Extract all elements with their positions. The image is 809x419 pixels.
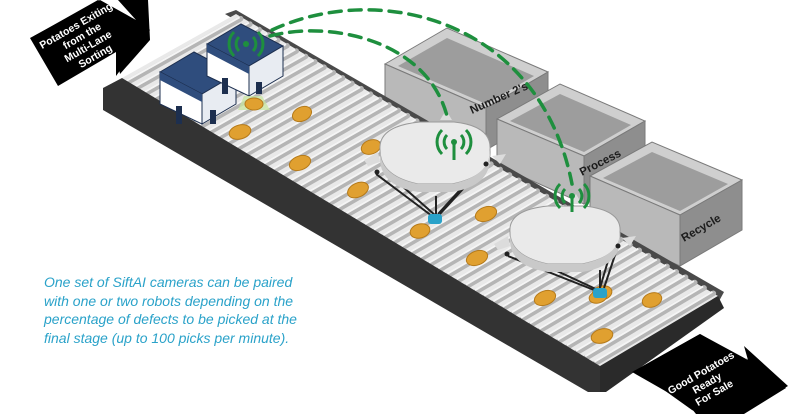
- conveyor-roller-highlight: [272, 102, 389, 171]
- conveyor-roller-highlight: [419, 188, 537, 259]
- conveyor-roller-highlight: [428, 194, 547, 264]
- conveyor-front-rail: [103, 78, 600, 392]
- potato: [641, 292, 663, 308]
- conveyor-roller-highlight: [125, 16, 241, 83]
- conveyor-roller-highlight: [262, 97, 380, 165]
- conveyor-roller: [583, 285, 707, 361]
- caption-line: final stage (up to 100 picks per minute)…: [44, 329, 290, 346]
- conveyor-roller: [381, 166, 503, 240]
- wireless-links: [268, 8, 574, 186]
- conveyor-roller: [123, 15, 244, 86]
- caption-line: One set of SiftAI cameras can be paired: [44, 274, 293, 290]
- bin-recycle: Recycle: [588, 141, 744, 267]
- potato: [244, 97, 264, 111]
- conveyor-roller-highlight: [290, 113, 407, 182]
- delta-robot-2: [494, 194, 636, 298]
- potato: [590, 328, 614, 344]
- potato: [465, 249, 489, 267]
- conveyor-roller: [197, 59, 318, 130]
- conveyor-roller: [427, 193, 550, 267]
- potato: [228, 124, 252, 140]
- delta-robot-1: [364, 110, 506, 224]
- caption-line: with one or two robots depending on the: [44, 292, 294, 309]
- conveyor-roller: [261, 96, 383, 168]
- exit-arrow: Good Potatoes Ready For Sale: [632, 334, 788, 414]
- wifi-signal-icon: [435, 128, 473, 160]
- potatoes: [228, 105, 663, 344]
- conveyor-roller: [592, 290, 717, 366]
- wifi-signal-icon: [553, 182, 591, 212]
- potato: [474, 205, 498, 223]
- conveyor-roller-highlight: [207, 64, 324, 132]
- link-camera-robot1: [268, 29, 450, 122]
- conveyor-roller: [252, 91, 374, 163]
- potato: [533, 289, 557, 307]
- conveyor-roller: [206, 64, 327, 135]
- wifi-signal-icon: [227, 30, 265, 58]
- potato: [409, 223, 431, 239]
- conveyor-roller: [418, 188, 540, 262]
- bin-process: Process: [495, 83, 647, 205]
- conveyor-roller-highlight: [593, 290, 713, 363]
- caption: One set of SiftAI cameras can be paired …: [44, 273, 344, 347]
- conveyor-roller-highlight: [566, 274, 686, 347]
- caption-line: percentage of defects to be picked at th…: [44, 311, 297, 327]
- conveyor-roller-highlight: [584, 285, 704, 358]
- conveyor-roller: [546, 263, 670, 339]
- conveyor-roller-highlight: [547, 264, 667, 336]
- conveyor-roller: [289, 112, 411, 185]
- conveyor-roller: [408, 182, 531, 256]
- camera-unit-left: [158, 51, 238, 125]
- conveyor-roller-highlight: [557, 269, 676, 341]
- conveyor-roller: [565, 274, 689, 350]
- conveyor-roller: [243, 85, 364, 157]
- conveyor-end-rail: [600, 296, 724, 392]
- potato: [347, 181, 369, 199]
- conveyor-roller: [555, 269, 680, 344]
- conveyor-roller-highlight: [410, 183, 528, 253]
- link-camera-robot2: [270, 8, 574, 186]
- potato: [291, 105, 313, 123]
- conveyor-roller: [528, 252, 652, 328]
- conveyor-roller-highlight: [253, 91, 370, 160]
- potato: [288, 154, 312, 172]
